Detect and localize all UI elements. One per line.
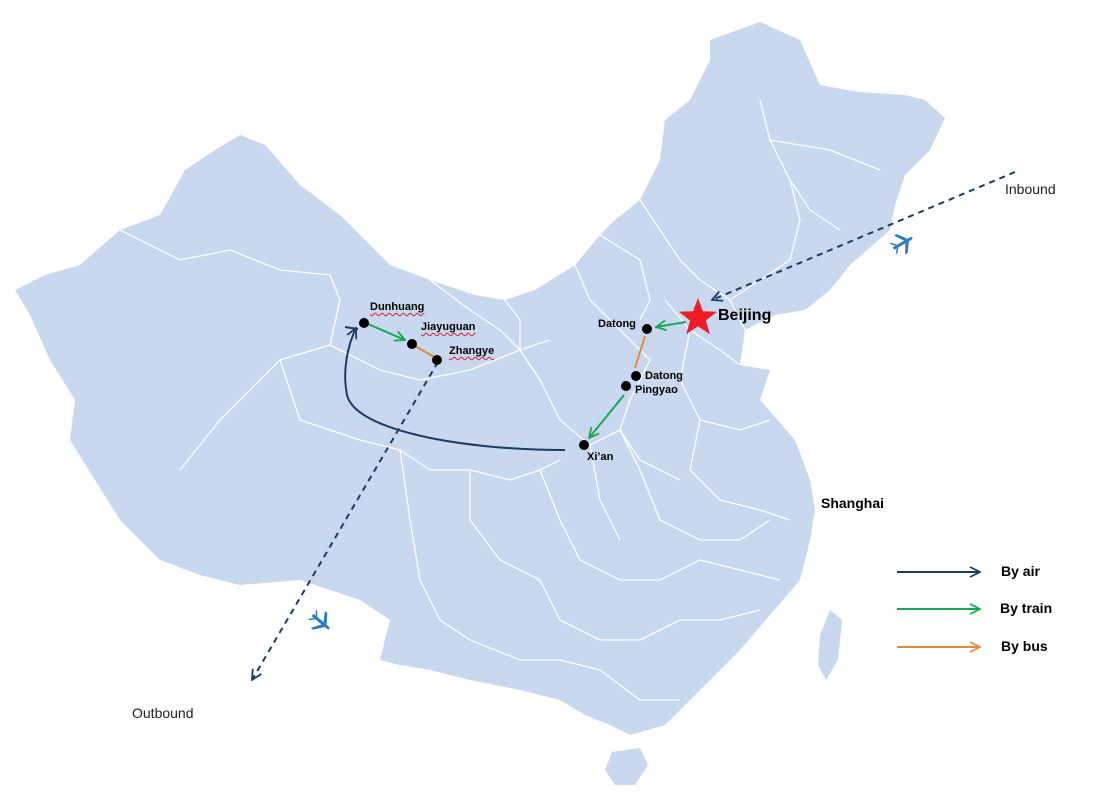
zhangye-label: Zhangye [449, 345, 495, 357]
city-dot-pingyao [621, 381, 631, 391]
datong-south-label: Datong [645, 370, 683, 382]
bus-jiayuguan-zhangye [414, 345, 437, 359]
train-pingyao-xian [589, 394, 625, 438]
xian-to-dunhuang-flight [344, 328, 566, 451]
city-dot-xian [579, 440, 589, 450]
xian-label: Xi’an [587, 451, 614, 463]
china-mainland-shape [15, 22, 945, 735]
pingyao-label: Pingyao [635, 384, 678, 396]
province-borders [119, 99, 881, 701]
datong-north-label: Datong [598, 318, 636, 330]
city-dot-jiayuguan [407, 339, 417, 349]
city-dot-datong-north [642, 324, 652, 334]
taiwan-shape [818, 610, 842, 680]
legend-train-label: By train [1000, 600, 1053, 616]
city-dot-datong-south [631, 371, 641, 381]
red-star-icon [679, 298, 717, 335]
city-dot-zhangye [432, 355, 442, 365]
inbound-label: Inbound [1005, 181, 1056, 197]
jiayuguan-label: Jiayuguan [421, 321, 476, 333]
legend-air-label: By air [1001, 563, 1040, 579]
dunhuang-approach-tick [344, 326, 359, 330]
bus-datong-datong [634, 335, 646, 369]
airplane-icon [307, 609, 330, 630]
shanghai-label: Shanghai [821, 495, 885, 511]
outbound-label: Outbound [132, 705, 194, 721]
airplane-icon [889, 233, 914, 255]
legend-bus-label: By bus [1001, 638, 1048, 654]
city-dot-dunhuang [359, 318, 369, 328]
dunhuang-label: Dunhuang [370, 301, 425, 313]
train-dunhuang-jiayuguan [367, 323, 405, 340]
hainan-shape [605, 748, 648, 785]
beijing-label: Beijing [718, 307, 772, 324]
train-beijing-datong [656, 322, 687, 327]
